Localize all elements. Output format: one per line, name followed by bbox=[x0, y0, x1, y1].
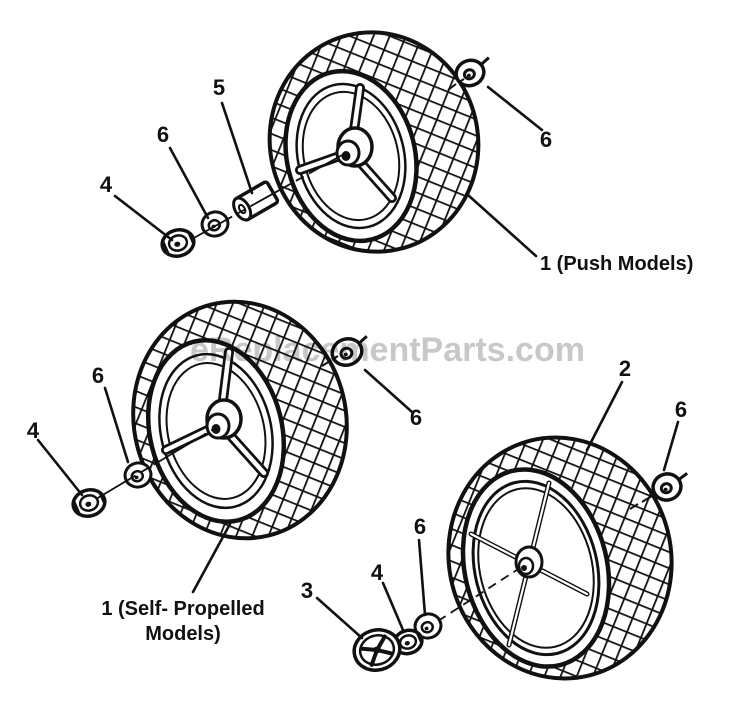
callout-nut-top: 4 bbox=[99, 172, 113, 197]
bottom-rim-inner bbox=[471, 479, 601, 657]
self-rim-lip bbox=[165, 362, 267, 500]
callout-wheel-bottom: 2 bbox=[618, 356, 632, 381]
callout-washer-mid-left: 6 bbox=[91, 363, 105, 388]
callout-washer-top: 6 bbox=[156, 122, 170, 147]
callout-washer-bottom-right: 6 bbox=[674, 397, 688, 422]
bottom-hub bbox=[514, 545, 544, 579]
spacer-top bbox=[232, 180, 280, 222]
callout-nut-mid: 4 bbox=[26, 418, 40, 443]
callout-nut-bottom: 4 bbox=[370, 560, 384, 585]
self-propelled-wheel-drawing bbox=[131, 299, 349, 541]
washer-mid-hub bbox=[330, 335, 368, 367]
axle-nut-top bbox=[160, 228, 196, 258]
washer-bottom-right bbox=[651, 472, 689, 502]
watermark: eReplacementParts.com bbox=[190, 331, 585, 369]
bottom-rim-lip bbox=[477, 487, 595, 649]
callout-hubcap-bottom: 3 bbox=[300, 578, 314, 603]
push-hub bbox=[335, 126, 374, 168]
callout-washer-mid-hub: 6 bbox=[409, 405, 423, 430]
leader-lines bbox=[36, 85, 680, 640]
label-self-propelled-models: 1 (Self- Propelled Models) bbox=[88, 597, 278, 647]
washer-top bbox=[200, 210, 230, 238]
callout-spacer-top: 5 bbox=[212, 75, 226, 100]
callout-washer-top-right: 6 bbox=[539, 127, 553, 152]
bottom-wheel-drawing bbox=[446, 435, 674, 681]
bottom-spokes bbox=[468, 480, 590, 648]
washer-bottom bbox=[413, 612, 443, 640]
axis-lines bbox=[95, 78, 653, 622]
label-push-models: 1 (Push Models) bbox=[540, 253, 694, 275]
push-wheel-drawing bbox=[267, 30, 481, 254]
label-self-propelled-line1: 1 (Self- Propelled bbox=[101, 598, 265, 620]
self-hub bbox=[205, 398, 243, 440]
hubcap-bottom bbox=[352, 628, 402, 672]
callout-washer-bottom: 6 bbox=[413, 514, 427, 539]
washer-mid-left bbox=[123, 461, 153, 489]
self-rim-inner bbox=[158, 352, 274, 510]
label-self-propelled-line2: Models) bbox=[145, 623, 221, 645]
axle-nut-mid bbox=[71, 488, 107, 518]
